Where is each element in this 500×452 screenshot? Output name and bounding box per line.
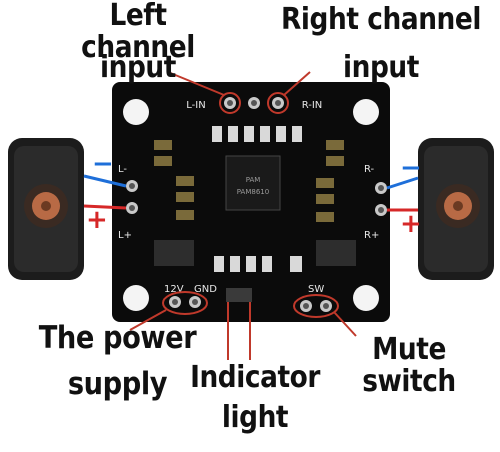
mount-hole-top-left <box>123 99 149 125</box>
left-input-highlight <box>219 92 241 114</box>
silk-power: 12V <box>164 284 184 295</box>
switch-pins <box>300 300 332 312</box>
silk-l-minus: L- <box>118 164 127 175</box>
left-output-terminals <box>126 180 138 214</box>
right-output-terminals <box>375 182 387 216</box>
left-minus-mark: − <box>92 149 114 179</box>
silk-r-in: R-IN <box>302 100 323 111</box>
amplifier-board: PAM PAM8610 <box>112 82 390 322</box>
left-components <box>154 140 194 266</box>
power-supply-label-line1: The power <box>38 320 197 356</box>
chip-brand: PAM <box>246 176 261 184</box>
mount-hole-top-right <box>353 99 379 125</box>
silk-sw: SW <box>308 284 324 295</box>
right-channel-label-line1: Right channel <box>281 2 481 37</box>
right-speaker <box>418 138 494 280</box>
power-pins <box>169 296 201 308</box>
power-supply-label-line2: supply <box>67 366 168 402</box>
bottom-components <box>214 256 302 272</box>
right-components <box>316 140 356 266</box>
left-input-leader <box>167 71 225 96</box>
input-pins <box>224 97 284 109</box>
mute-highlight <box>293 294 339 318</box>
left-speaker <box>8 138 84 280</box>
left-channel-label-line1: Left channel <box>81 0 195 65</box>
left-channel-label-line2: input <box>100 50 176 85</box>
right-minus-mark: − <box>400 153 422 183</box>
power-leader <box>129 309 167 331</box>
silk-l-in: L-IN <box>186 100 205 111</box>
silk-r-plus: R+ <box>364 230 379 241</box>
power-highlight <box>162 291 208 315</box>
right-channel-label-line2: input <box>343 50 419 85</box>
indicator-label-line2: light <box>221 400 289 435</box>
right-input-highlight <box>267 92 289 114</box>
mute-leader <box>333 311 357 337</box>
left-plus-mark: + <box>86 205 108 235</box>
chip-model: PAM8610 <box>237 188 269 196</box>
indicator-led <box>226 288 252 302</box>
mount-hole-bottom-right <box>353 285 379 311</box>
indicator-label-line1: Indicator <box>190 360 320 395</box>
right-plus-mark: + <box>400 209 422 239</box>
silk-gnd: GND <box>194 284 217 295</box>
top-components <box>212 126 302 142</box>
speaker-wires <box>83 174 419 212</box>
callout-markers <box>129 71 357 360</box>
mount-hole-bottom-left <box>123 285 149 311</box>
silk-r-minus: R- <box>364 164 375 175</box>
right-input-leader <box>283 71 311 96</box>
mute-switch-label: Mute switch <box>362 332 456 399</box>
silk-l-plus: L+ <box>118 230 132 241</box>
amplifier-chip: PAM PAM8610 <box>225 155 281 211</box>
